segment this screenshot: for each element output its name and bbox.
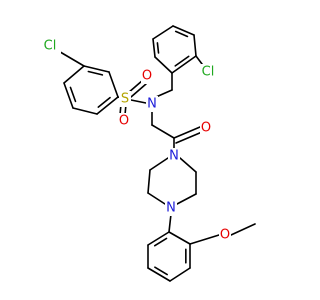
chlorophenyl-ring-bond xyxy=(108,71,119,98)
bond-layer xyxy=(49,25,256,282)
atom-label-cl-left: Cl xyxy=(44,39,57,54)
chlorophenyl-ring-bond xyxy=(72,107,98,115)
chlorobenzyl-ring-bond xyxy=(193,34,197,57)
methoxyphenyl-ring-bond xyxy=(169,267,191,282)
chlorophenyl-ring-bond xyxy=(96,96,119,115)
atom-label-layer: Cl Cl S O O N O N xyxy=(39,38,231,243)
atom-label-o-sulfonyl-bottom: O xyxy=(119,114,129,129)
chlorobenzyl-ring-bond xyxy=(152,25,174,40)
piperazine-bond xyxy=(176,193,197,205)
atom-label-cl-right: Cl xyxy=(202,65,215,80)
chemical-structure-diagram: Cl Cl S O O N O N xyxy=(39,25,256,282)
atom-cl-right: Cl xyxy=(197,64,219,80)
bond-n-to-aryl xyxy=(168,213,172,233)
bond-s-n xyxy=(130,99,147,104)
chlorobenzyl-ring-double-bond xyxy=(174,30,189,38)
atom-label-o-methoxy: O xyxy=(220,228,230,243)
atom-label-o-carbonyl: O xyxy=(201,121,211,136)
atom-o-methoxy: O xyxy=(219,227,231,243)
atom-label-o-sulfonyl-top: O xyxy=(142,69,152,84)
piperazine-bond xyxy=(149,157,169,171)
bond-carbonyl-double xyxy=(175,131,203,144)
bond-o-methyl xyxy=(230,223,256,236)
chlorophenyl-ring-bond xyxy=(83,65,110,73)
chlorobenzyl-ring-bond xyxy=(172,25,195,36)
chlorobenzyl-ring-bond xyxy=(154,56,173,74)
chlorobenzyl-ring-double-bond xyxy=(174,55,190,67)
bond-ch2-carbonyl-c xyxy=(151,124,175,139)
atom-n-sulfonamide: N xyxy=(146,96,158,112)
atom-o-carbonyl: O xyxy=(200,120,212,136)
atom-o-sulfonyl-bottom: O xyxy=(118,113,130,129)
chlorophenyl-ring-double-bond xyxy=(97,96,111,108)
methoxyphenyl-ring-double-bond xyxy=(153,237,168,247)
chlorophenyl-ring-double-bond xyxy=(69,86,77,103)
atom-o-sulfonyl-top: O xyxy=(141,68,153,84)
piperazine-bond xyxy=(147,192,166,205)
atom-label-n-piperazine-bottom: N xyxy=(166,201,176,216)
bond-aryl-o xyxy=(189,234,220,245)
atom-s: S xyxy=(119,91,131,107)
chlorobenzyl-ring-double-bond xyxy=(156,42,160,54)
atom-n-piperazine-top: N xyxy=(168,148,180,164)
piperazine-bond xyxy=(179,157,197,173)
methoxyphenyl-ring-bond xyxy=(147,231,170,246)
atom-label-n-piperazine-top: N xyxy=(169,149,179,164)
methoxyphenyl-ring-bond xyxy=(147,267,171,282)
chlorophenyl-ring-bond xyxy=(63,82,74,109)
piperazine-bond xyxy=(147,169,151,194)
bond-s-o-top xyxy=(127,79,144,94)
atom-label-n-sulfonamide: N xyxy=(147,97,157,112)
methoxyphenyl-ring-bond xyxy=(168,231,191,245)
bond-s-o-top-double xyxy=(130,83,147,98)
chlorophenyl-ring-bond xyxy=(63,65,85,84)
methoxyphenyl-ring-double-bond xyxy=(154,266,168,276)
bond-n-ch2-benzyl xyxy=(155,89,173,98)
atom-n-piperazine-bottom: N xyxy=(165,200,177,216)
chlorobenzyl-ring-bond xyxy=(152,38,156,58)
atom-label-s: S xyxy=(121,92,129,107)
chlorobenzyl-ring-bond xyxy=(171,55,197,74)
chlorophenyl-ring-double-bond xyxy=(87,70,104,76)
atom-cl-left: Cl xyxy=(39,38,61,54)
bond-carbonyl xyxy=(173,126,201,139)
